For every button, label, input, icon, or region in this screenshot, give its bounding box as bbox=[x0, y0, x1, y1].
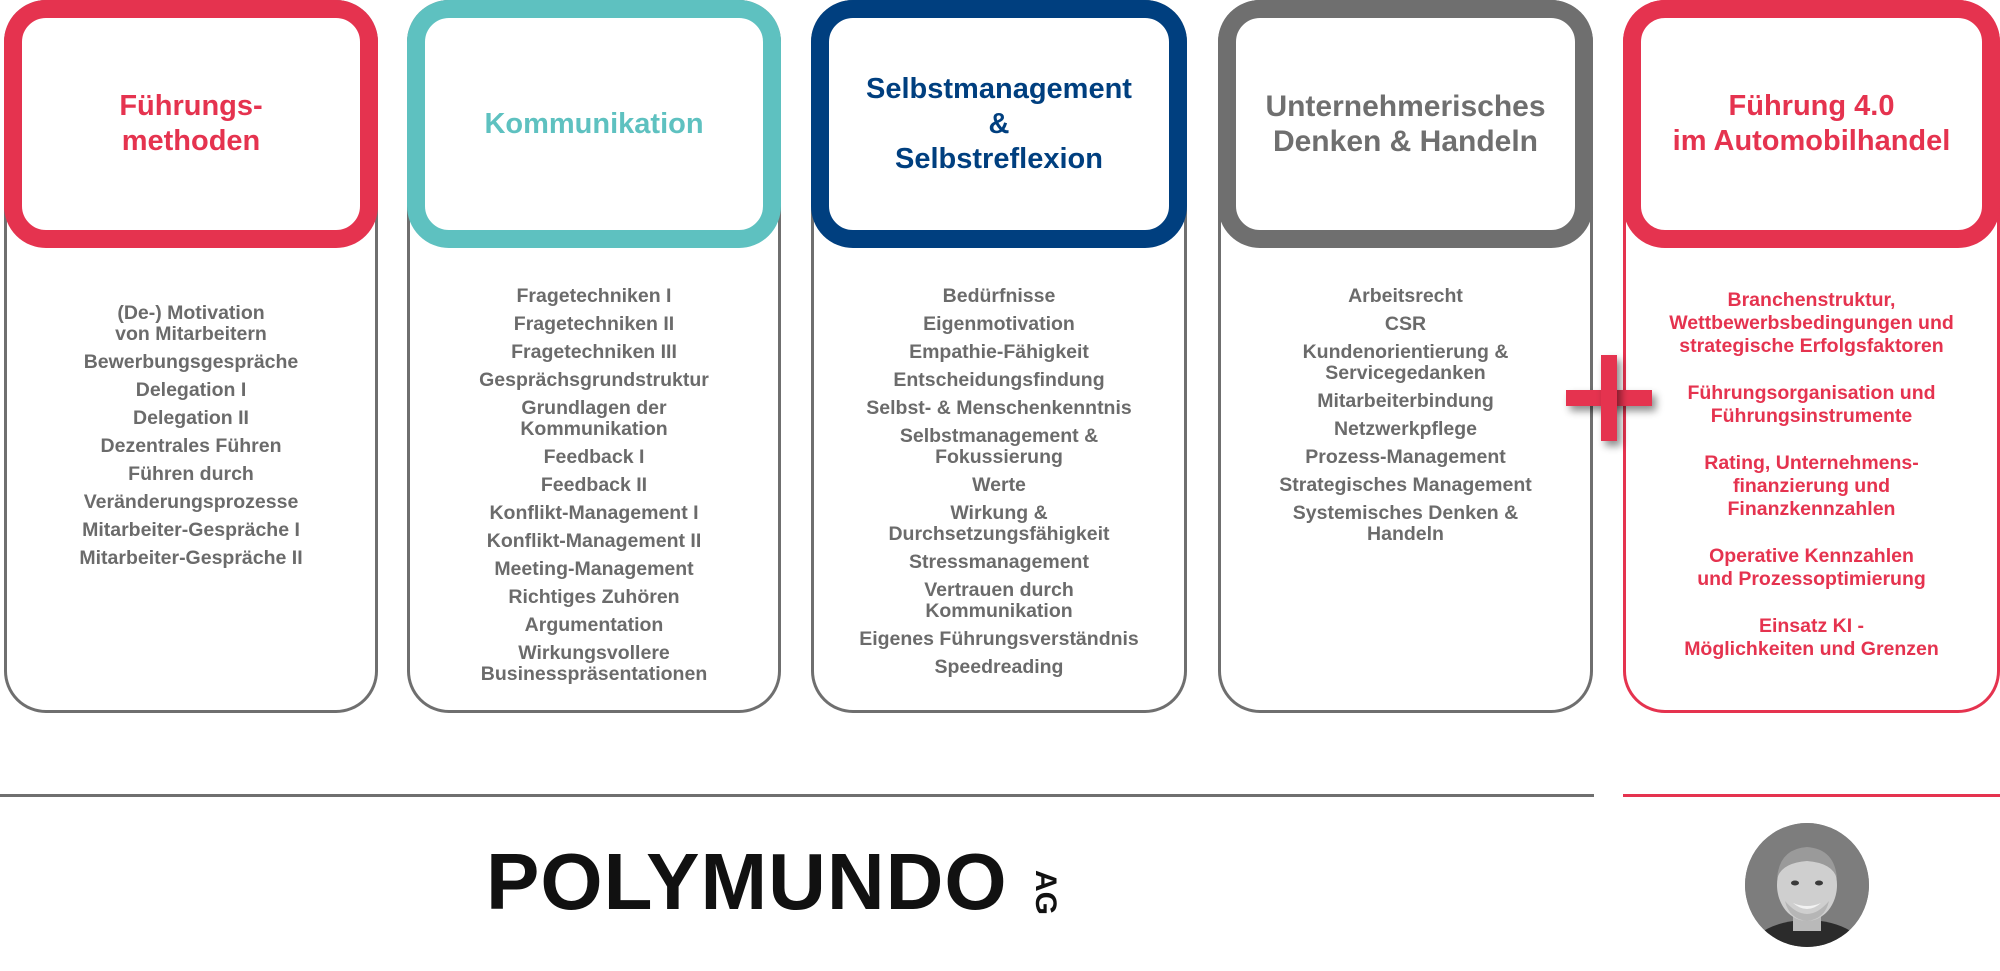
module-header-kommunikation: Kommunikation bbox=[407, 0, 781, 248]
topic-item: Stressmanagement bbox=[909, 551, 1089, 573]
topic-item: Strategisches Management bbox=[1279, 474, 1532, 496]
topic-item: Entscheidungsfindung bbox=[893, 369, 1105, 391]
portrait-photo-icon bbox=[1745, 823, 1869, 947]
topic-item: Prozess-Management bbox=[1305, 446, 1506, 468]
divider-gray bbox=[0, 794, 1594, 797]
topic-item: Einsatz KI - Möglichkeiten und Grenzen bbox=[1684, 615, 1939, 660]
topic-item: Systemisches Denken & Handeln bbox=[1292, 502, 1519, 545]
module-title: Selbstmanagement & Selbstreflexion bbox=[866, 72, 1132, 175]
topic-item: Selbst- & Menschenkenntnis bbox=[866, 397, 1132, 419]
topic-item: Führen durch bbox=[128, 463, 254, 485]
module-header-unternehmerisch: Unternehmerisches Denken & Handeln bbox=[1218, 0, 1593, 248]
topic-list-selbstmanagement: Bedürfnisse Eigenmotivation Empathie-Fäh… bbox=[814, 286, 1184, 685]
topic-item: Gesprächsgrundstruktur bbox=[479, 369, 709, 391]
module-title: Unternehmerisches Denken & Handeln bbox=[1265, 90, 1546, 158]
topic-item: Wirkung & Durchsetzungsfähigkeit bbox=[888, 502, 1110, 545]
topic-item: Meeting-Management bbox=[494, 558, 694, 580]
topic-item: Konflikt-Management I bbox=[489, 502, 699, 524]
avatar bbox=[1745, 823, 1869, 947]
topic-item: Argumentation bbox=[524, 614, 664, 636]
module-title: Führung 4.0 im Automobilhandel bbox=[1672, 90, 1951, 157]
topic-item: Empathie-Fähigkeit bbox=[909, 341, 1089, 363]
topic-item: Speedreading bbox=[934, 656, 1064, 678]
topic-item: Führungsorganisation und Führungsinstrum… bbox=[1687, 382, 1936, 427]
topic-item: Vertrauen durch Kommunikation bbox=[924, 579, 1074, 622]
topic-item: Eigenmotivation bbox=[923, 313, 1075, 335]
topic-item: Branchenstruktur, Wettbewerbsbedingungen… bbox=[1669, 289, 1954, 357]
module-title: Kommunikation bbox=[484, 107, 704, 140]
module-header-fuehrungsmethoden: Führungs- methoden bbox=[4, 0, 378, 248]
topic-item: (De-) Motivation von Mitarbeitern bbox=[115, 302, 267, 345]
topic-list-fuehrungsmethoden: (De-) Motivation von Mitarbeitern Bewerb… bbox=[7, 303, 375, 576]
module-card-fuehrungsmethoden: Führungs- methoden (De-) Motivation von … bbox=[4, 0, 378, 713]
topic-item: Arbeitsrecht bbox=[1348, 285, 1463, 307]
topic-item: CSR bbox=[1384, 313, 1427, 335]
topic-item: Feedback II bbox=[540, 474, 648, 496]
topic-item: Mitarbeiter-Gespräche I bbox=[82, 519, 300, 541]
topic-item: Mitarbeiterbindung bbox=[1317, 390, 1494, 412]
topic-item: Kundenorientierung & Servicegedanken bbox=[1302, 341, 1509, 384]
topic-item: Fragetechniken I bbox=[516, 285, 672, 307]
module-header-selbstmanagement: Selbstmanagement & Selbstreflexion bbox=[811, 0, 1187, 248]
topic-item: Fragetechniken II bbox=[513, 313, 675, 335]
topic-item: Rating, Unternehmens- finanzierung und F… bbox=[1704, 452, 1919, 520]
module-title: Führungs- methoden bbox=[119, 90, 263, 157]
module-card-selbstmanagement: Selbstmanagement & Selbstreflexion Bedür… bbox=[811, 0, 1187, 713]
topic-item: Grundlagen der Kommunikation bbox=[520, 397, 668, 440]
topic-item: Bewerbungsgespräche bbox=[83, 351, 299, 373]
topic-item: Veränderungsprozesse bbox=[83, 491, 299, 513]
topic-list-fuehrung-4-0: Branchenstruktur, Wettbewerbsbedingungen… bbox=[1626, 289, 1997, 685]
topic-item: Wirkungsvollere Businesspräsentationen bbox=[480, 642, 708, 685]
topic-item: Delegation I bbox=[135, 379, 247, 401]
company-logo: POLYMUNDO bbox=[486, 837, 1008, 926]
divider-red bbox=[1623, 794, 2000, 797]
topic-item: Eigenes Führungsverständnis bbox=[859, 628, 1139, 650]
topic-item: Richtiges Zuhören bbox=[508, 586, 680, 608]
topic-list-kommunikation: Fragetechniken I Fragetechniken II Frage… bbox=[410, 286, 778, 692]
topic-item: Bedürfnisse bbox=[942, 285, 1056, 307]
topic-item: Werte bbox=[972, 474, 1026, 496]
topic-item: Selbstmanagement & Fokussierung bbox=[899, 425, 1099, 468]
company-logo-suffix: AG bbox=[1029, 870, 1062, 915]
topic-item: Konflikt-Management II bbox=[486, 530, 702, 552]
topic-item: Feedback I bbox=[543, 446, 645, 468]
topic-list-unternehmerisch: Arbeitsrecht CSR Kundenorientierung & Se… bbox=[1221, 286, 1590, 552]
topic-item: Mitarbeiter-Gespräche II bbox=[79, 547, 303, 569]
topic-item: Delegation II bbox=[133, 407, 249, 429]
topic-item: Operative Kennzahlen und Prozessoptimier… bbox=[1697, 545, 1926, 590]
topic-item: Netzwerkpflege bbox=[1333, 418, 1478, 440]
topic-item: Fragetechniken III bbox=[511, 341, 677, 363]
module-card-unternehmerisch: Unternehmerisches Denken & Handeln Arbei… bbox=[1218, 0, 1593, 713]
topic-item: Dezentrales Führen bbox=[100, 435, 282, 457]
module-header-fuehrung-4-0: Führung 4.0 im Automobilhandel bbox=[1623, 0, 2000, 248]
module-card-fuehrung-4-0: Führung 4.0 im Automobilhandel Branchens… bbox=[1623, 0, 2000, 713]
module-card-kommunikation: Kommunikation Fragetechniken I Fragetech… bbox=[407, 0, 781, 713]
